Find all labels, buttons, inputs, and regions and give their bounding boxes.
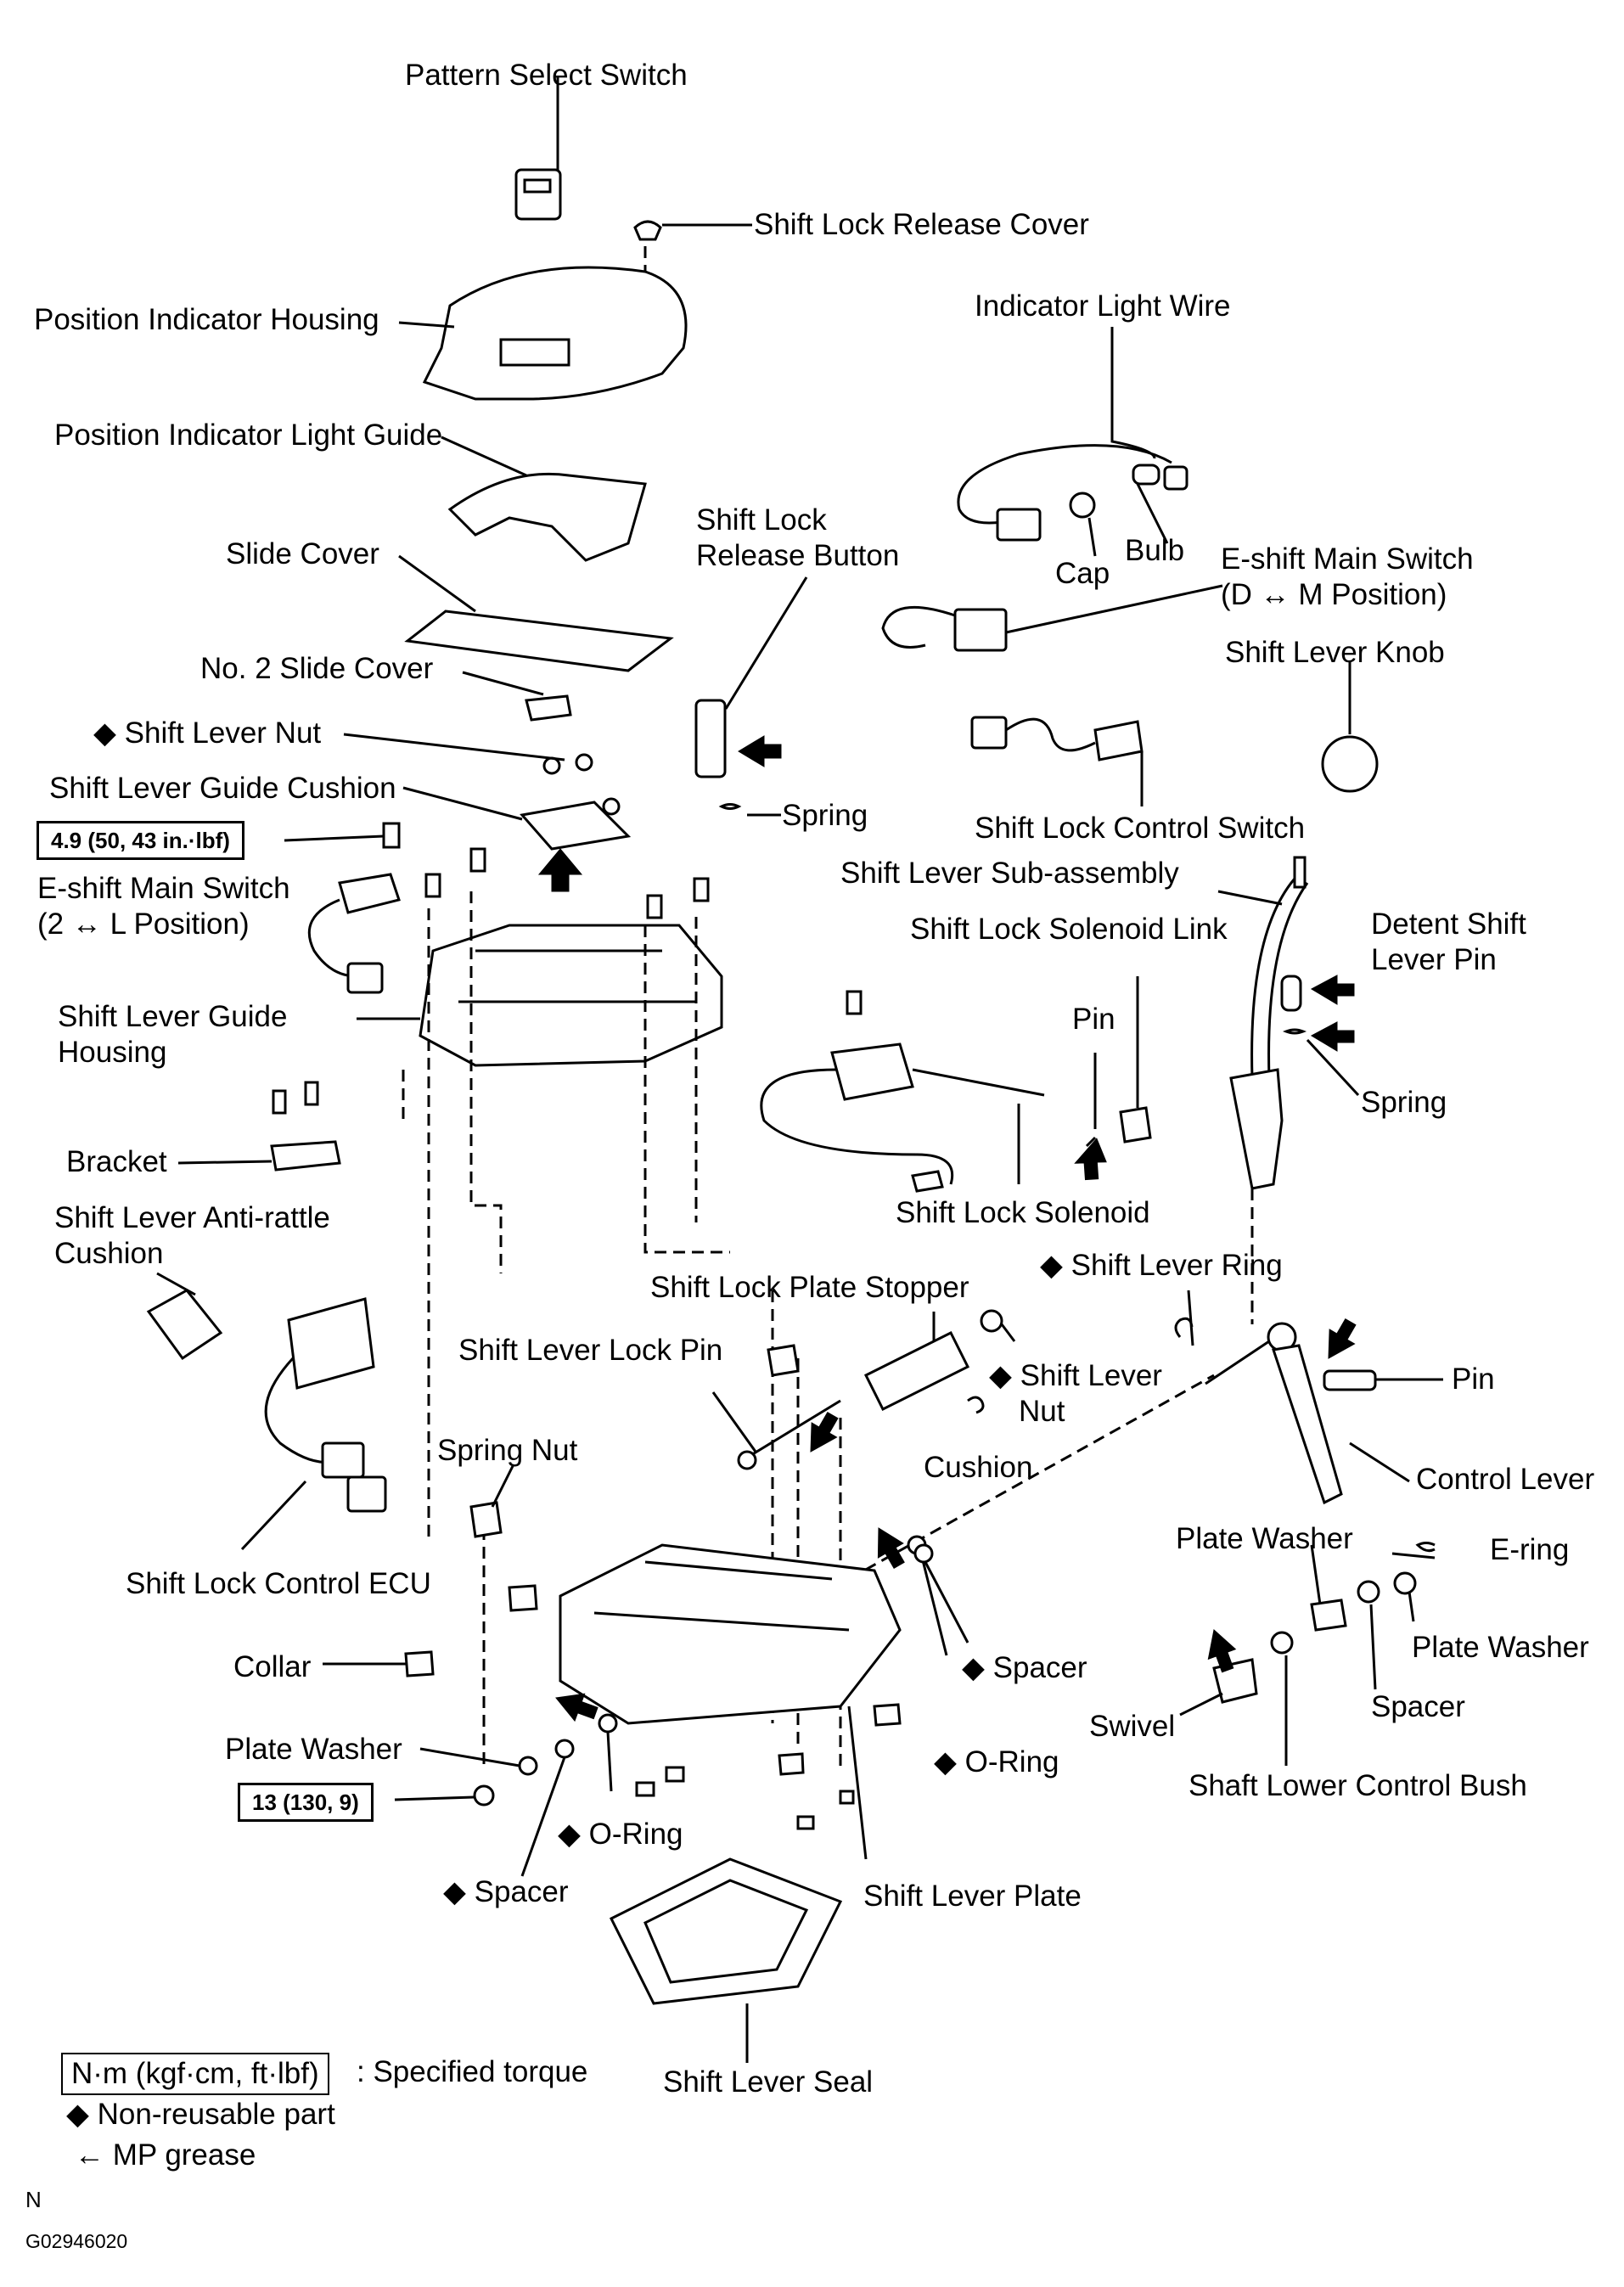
shift-lock-control-ecu-part	[240, 1297, 387, 1551]
bottom-small-parts	[394, 1527, 969, 1877]
label-indicator-light-wire: Indicator Light Wire	[975, 289, 1231, 323]
label-shaft-lower-control-bush: Shaft Lower Control Bush	[1188, 1769, 1527, 1802]
pattern-select-switch-part	[514, 76, 562, 221]
shift-lever-plate-part	[559, 1543, 902, 1860]
shift-lock-solenoid-part	[760, 976, 1152, 1193]
label-plate-washer-right: Plate Washer	[1412, 1631, 1589, 1664]
legend-torque-units: N·m (kgf·cm, ft·lbf)	[61, 2053, 329, 2095]
label-shift-lock-control-switch: Shift Lock Control Switch	[975, 812, 1306, 845]
shift-lever-seal-part	[609, 1857, 843, 2063]
label-cushion: Cushion	[924, 1451, 1033, 1484]
control-lever-part	[1174, 1290, 1443, 1505]
label-shift-lever-plate: Shift Lever Plate	[863, 1880, 1082, 1913]
label-plate-washer-top: Plate Washer	[1176, 1522, 1353, 1555]
label-shift-lever-guide-housing-line2: Housing	[58, 1036, 167, 1069]
label-spacer-mid: ◆ Spacer	[962, 1651, 1087, 1684]
label-pattern-select-switch: Pattern Select Switch	[405, 59, 688, 92]
label-shift-lever-lock-pin: Shift Lever Lock Pin	[458, 1334, 723, 1367]
label-shift-lever-knob: Shift Lever Knob	[1225, 636, 1445, 669]
torque-spec-lower: 13 (130, 9)	[238, 1783, 374, 1822]
right-cluster-parts	[1179, 1542, 1436, 1766]
anti-rattle-cushion-part	[146, 1272, 223, 1361]
label-shift-lever-nut-mid-line1: ◆ Shift Lever	[989, 1359, 1162, 1392]
label-position-indicator-housing: Position Indicator Housing	[34, 303, 379, 336]
label-cap: Cap	[1055, 557, 1110, 590]
shift-lever-guide-housing-part	[357, 924, 723, 1067]
label-shift-lever-ring: ◆ Shift Lever Ring	[1040, 1249, 1283, 1282]
bracket-part	[177, 1081, 341, 1172]
label-plate-washer-left: Plate Washer	[225, 1733, 402, 1766]
eshift-main-switch-2l-part	[307, 873, 401, 994]
label-shift-lever-nut-top: ◆ Shift Lever Nut	[93, 716, 322, 750]
label-spring-top: Spring	[782, 799, 868, 832]
label-shift-lock-solenoid-link: Shift Lock Solenoid Link	[910, 913, 1228, 946]
label-shift-lever-seal: Shift Lever Seal	[663, 2065, 874, 2099]
collar-part	[323, 1584, 538, 1677]
label-shift-lock-solenoid: Shift Lock Solenoid	[896, 1196, 1150, 1229]
label-shift-lock-release-button-line1: Shift Lock	[696, 503, 827, 537]
label-eshift-main-switch-2l-line1: E-shift Main Switch	[37, 872, 290, 905]
legend-mp-grease: ← MP grease	[75, 2138, 256, 2172]
position-indicator-housing-part	[398, 266, 688, 401]
footer-marker: N	[25, 2187, 42, 2212]
no2-slide-cover-part	[462, 671, 572, 722]
label-spring-nut: Spring Nut	[437, 1434, 578, 1467]
label-o-ring-left: ◆ O-Ring	[558, 1818, 683, 1851]
eshift-main-switch-dm-part	[881, 584, 1223, 652]
label-pin-upper: Pin	[1072, 1003, 1115, 1036]
label-shift-lock-plate-stopper: Shift Lock Plate Stopper	[650, 1271, 969, 1304]
shift-lever-sub-assembly-part	[1217, 856, 1309, 1190]
label-position-indicator-light-guide: Position Indicator Light Guide	[54, 419, 443, 452]
bolts-upper	[284, 822, 710, 919]
label-detent-shift-lever-pin-line1: Detent Shift	[1371, 907, 1526, 941]
shift-lock-release-button-part	[694, 576, 808, 817]
label-spring-right: Spring	[1361, 1086, 1447, 1119]
position-indicator-light-guide-part	[441, 435, 647, 562]
label-eshift-main-switch-2l-line2: (2 ↔ L Position)	[37, 907, 250, 941]
label-bulb: Bulb	[1125, 534, 1185, 567]
shift-lock-control-switch-part	[970, 716, 1144, 806]
spring-nut-part	[469, 1464, 515, 1538]
legend-non-reusable: ◆ Non-reusable part	[66, 2098, 335, 2131]
footer-code: G02946020	[25, 2230, 128, 2252]
label-bracket: Bracket	[66, 1145, 167, 1178]
label-pin-lower: Pin	[1452, 1363, 1495, 1396]
indicator-light-wire-part	[957, 327, 1188, 557]
label-shift-lever-nut-mid-line2: Nut	[1019, 1395, 1065, 1428]
label-collar: Collar	[233, 1650, 312, 1683]
label-slide-cover: Slide Cover	[226, 537, 379, 570]
label-shift-lever-guide-cushion: Shift Lever Guide Cushion	[49, 772, 396, 805]
label-e-ring: E-ring	[1490, 1533, 1570, 1566]
label-o-ring-right: ◆ O-Ring	[934, 1745, 1059, 1778]
label-anti-rattle-line2: Cushion	[54, 1237, 164, 1270]
label-shift-lock-control-ecu: Shift Lock Control ECU	[126, 1567, 431, 1600]
detent-pin-part	[1280, 975, 1360, 1097]
legend-torque-text: : Specified torque	[357, 2055, 588, 2088]
slide-cover-part	[398, 554, 674, 672]
label-spacer-left: ◆ Spacer	[443, 1875, 569, 1908]
label-anti-rattle-line1: Shift Lever Anti-rattle	[54, 1201, 330, 1234]
label-no2-slide-cover: No. 2 Slide Cover	[200, 652, 434, 685]
shift-lever-knob-part	[1321, 735, 1379, 793]
label-swivel: Swivel	[1089, 1710, 1176, 1743]
torque-spec-upper: 4.9 (50, 43 in.·lbf)	[37, 821, 244, 860]
label-detent-shift-lever-pin-line2: Lever Pin	[1371, 943, 1497, 976]
label-control-lever: Control Lever	[1416, 1463, 1595, 1496]
label-shift-lock-release-cover: Shift Lock Release Cover	[754, 208, 1089, 241]
guide-cushion-part	[343, 733, 632, 892]
label-shift-lever-sub-assembly: Shift Lever Sub-assembly	[840, 857, 1179, 890]
label-eshift-main-switch-dm-line1: E-shift Main Switch	[1221, 542, 1474, 576]
label-shift-lock-release-button-line2: Release Button	[696, 539, 900, 572]
plate-stopper-part	[711, 1309, 1016, 1470]
label-shift-lever-guide-housing-line1: Shift Lever Guide	[58, 1000, 288, 1033]
label-eshift-main-switch-dm-line2: (D ↔ M Position)	[1221, 578, 1447, 611]
label-spacer-right: Spacer	[1371, 1690, 1465, 1723]
